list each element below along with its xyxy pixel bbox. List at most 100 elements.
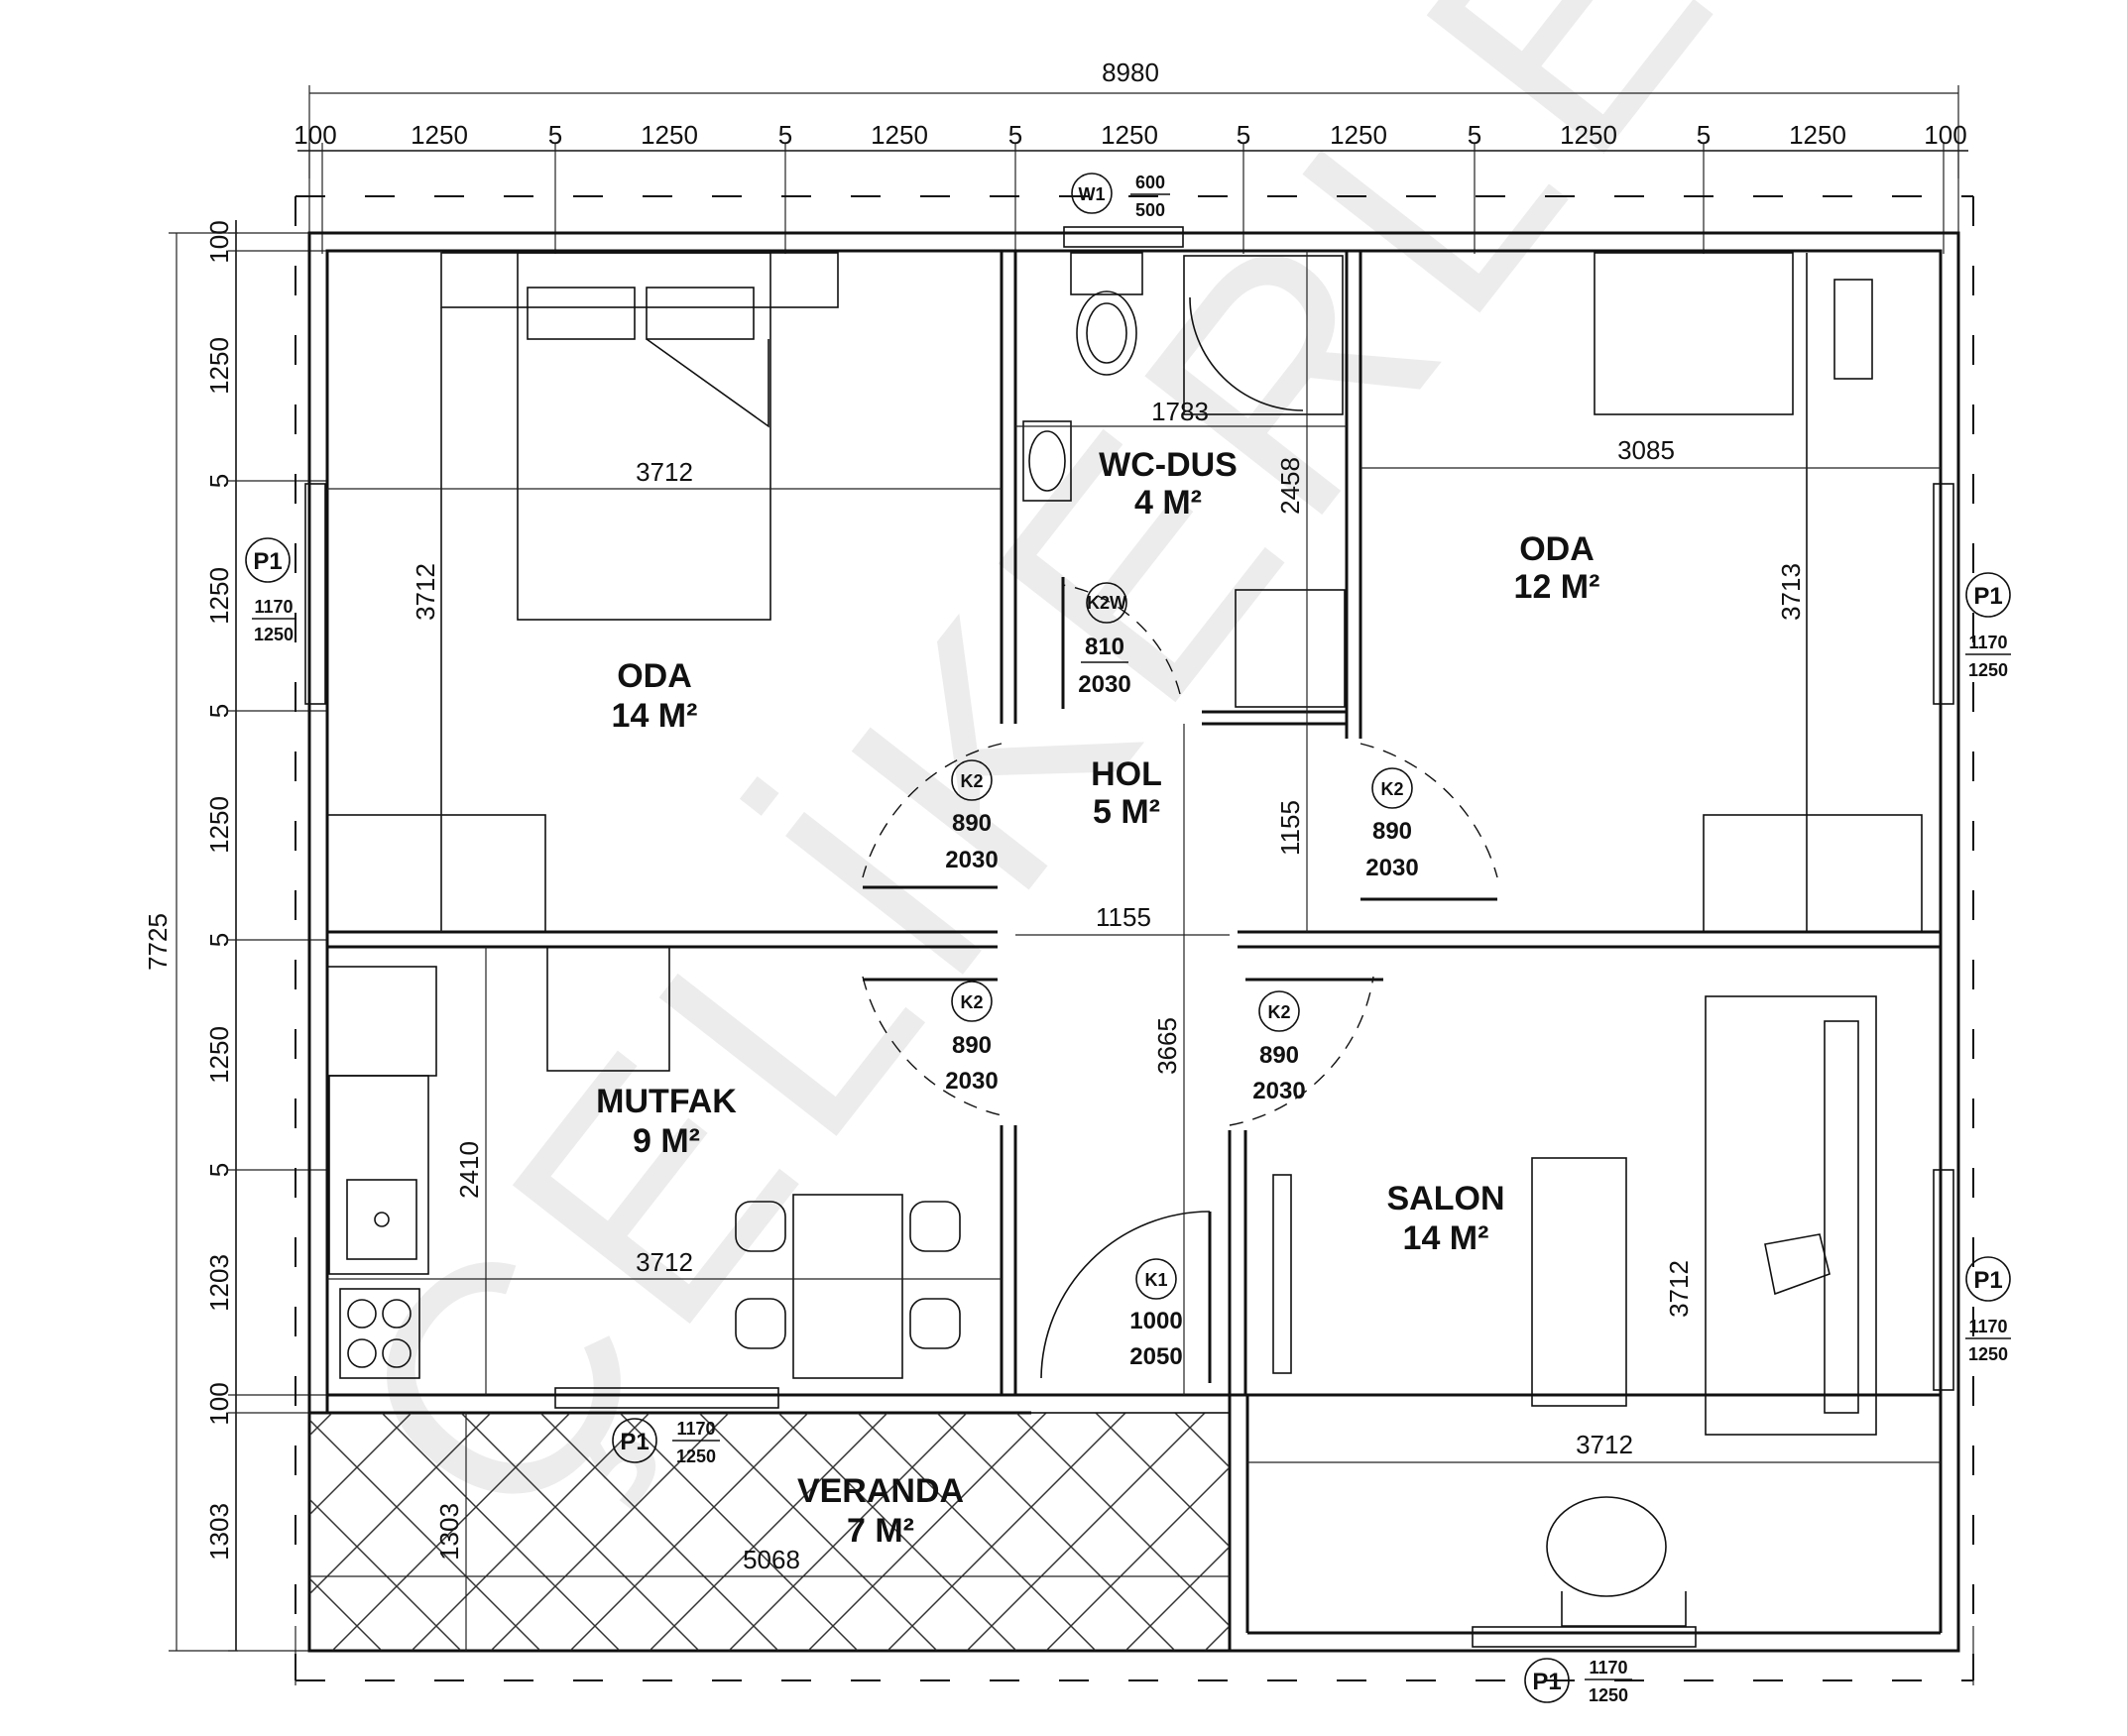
tag-p1-bottom-code: P1 — [1532, 1669, 1561, 1695]
oda1-width-dim: 3712 — [636, 457, 693, 487]
foundation-outline — [295, 195, 1974, 1685]
oda2-width-dim: 3085 — [1617, 435, 1675, 465]
overall-width-label: 8980 — [1102, 58, 1159, 87]
tag-w1-code: W1 — [1079, 184, 1106, 204]
left-dim-5: 5 — [204, 704, 234, 718]
tag-p1-right-code: P1 — [1973, 583, 2002, 610]
tag-w1-height: 500 — [1135, 200, 1165, 220]
left-dim-6: 1250 — [204, 796, 234, 854]
left-dim-4: 1250 — [204, 567, 234, 625]
tag-w1-width: 600 — [1135, 173, 1165, 192]
tag-p1-bottom-height: 1250 — [1589, 1685, 1628, 1705]
room-oda1-name: ODA — [617, 657, 692, 695]
veranda-width-dim: 5068 — [743, 1545, 800, 1574]
tag-k2-ur-height: 2030 — [1365, 855, 1418, 881]
veranda-tiles — [308, 1412, 1231, 1652]
tag-p1-veranda-code: P1 — [620, 1429, 649, 1455]
top-dim-8: 1250 — [1101, 120, 1158, 150]
room-mutfak-name: MUTFAK — [596, 1083, 737, 1120]
opening-tags: W1 600 500 P1 1170 1250 P1 1170 1250 P1 … — [245, 173, 2011, 1705]
mutfak-width-dim: 3712 — [636, 1247, 693, 1277]
tag-k1-height: 2050 — [1129, 1343, 1182, 1370]
left-dim-11: 100 — [204, 1382, 234, 1425]
left-dim-9: 5 — [204, 1163, 234, 1177]
tag-p1-veranda-height: 1250 — [676, 1447, 716, 1466]
left-dim-2: 1250 — [204, 337, 234, 395]
tag-p1-right-lower-code: P1 — [1973, 1267, 2002, 1294]
room-oda1-area: 14 M² — [612, 697, 698, 735]
left-dim-8: 1250 — [204, 1026, 234, 1084]
tag-p1-left-height: 1250 — [254, 625, 294, 644]
tag-p1-veranda-width: 1170 — [676, 1419, 715, 1439]
top-dim-14: 1250 — [1789, 120, 1846, 150]
tag-k2-ll-width: 890 — [952, 1032, 992, 1059]
room-mutfak-area: 9 M² — [633, 1122, 700, 1160]
top-dim-10: 1250 — [1330, 120, 1387, 150]
left-dim-3: 5 — [204, 474, 234, 488]
tag-k2w-width: 810 — [1085, 634, 1124, 660]
tag-p1-right-width: 1170 — [1968, 633, 2007, 652]
room-wc-name: WC-DUS — [1099, 446, 1238, 484]
interior-dimensions: 3712 3712 1783 2458 3085 3713 1155 1155 … — [309, 251, 1941, 1651]
doors — [862, 577, 1498, 1383]
tag-p1-left-code: P1 — [253, 548, 282, 575]
veranda-height-dim: 1303 — [434, 1503, 464, 1561]
tag-k2w-code: K2W — [1087, 593, 1126, 613]
tag-k2-ur-code: K2 — [1380, 779, 1403, 799]
oda1-height-dim: 3712 — [411, 563, 440, 621]
top-dim-2: 1250 — [411, 120, 468, 150]
overall-height-label: 7725 — [143, 913, 173, 971]
tag-k2-ul-height: 2030 — [945, 847, 998, 873]
tag-k2-ll-code: K2 — [960, 992, 983, 1012]
tag-k2-lr-height: 2030 — [1252, 1078, 1305, 1104]
wc-width-dim: 1783 — [1151, 397, 1209, 426]
tag-k2-ul-width: 890 — [952, 810, 992, 837]
top-dim-7: 5 — [1008, 120, 1022, 150]
top-dimension-chain: 8980 100 1250 5 1250 5 1250 5 1250 5 125… — [294, 58, 1968, 254]
room-salon-name: SALON — [1387, 1180, 1505, 1217]
top-dim-6: 1250 — [871, 120, 928, 150]
room-hol-area: 5 M² — [1093, 793, 1160, 831]
left-dim-12: 1303 — [204, 1503, 234, 1561]
hol-horizontal-dim: 1155 — [1096, 902, 1151, 932]
top-dim-4: 1250 — [641, 120, 698, 150]
room-salon-area: 14 M² — [1403, 1219, 1489, 1257]
left-dim-7: 5 — [204, 933, 234, 947]
hol-vertical-dim: 1155 — [1275, 800, 1305, 856]
top-dim-15: 100 — [1924, 120, 1966, 150]
top-dim-9: 5 — [1237, 120, 1250, 150]
salon-width-dim: 3712 — [1576, 1430, 1633, 1459]
tag-k2-ur-width: 890 — [1372, 818, 1412, 845]
tag-p1-right-height: 1250 — [1968, 660, 2008, 680]
tag-k2-ul-code: K2 — [960, 771, 983, 791]
salon-side-dim: 3712 — [1664, 1260, 1694, 1318]
tag-k2-lr-width: 890 — [1259, 1042, 1299, 1069]
left-dim-10: 1203 — [204, 1254, 234, 1312]
tag-p1-bottom-width: 1170 — [1589, 1658, 1627, 1678]
tag-p1-right-lower-width: 1170 — [1968, 1317, 2007, 1336]
room-oda2-area: 12 M² — [1514, 568, 1600, 606]
mutfak-height-dim: 2410 — [454, 1141, 484, 1199]
wc-height-dim: 2458 — [1275, 457, 1305, 515]
left-dimension-chain: 7725 100 1250 5 1250 5 1250 5 1250 5 120… — [143, 220, 327, 1652]
tag-k1-code: K1 — [1144, 1270, 1167, 1290]
top-dim-11: 5 — [1468, 120, 1481, 150]
furniture — [326, 252, 1923, 1627]
salon-vertical-dim: 3665 — [1152, 1017, 1182, 1075]
tag-k2-lr-code: K2 — [1267, 1002, 1290, 1022]
room-veranda-name: VERANDA — [797, 1472, 964, 1510]
tag-p1-left-width: 1170 — [254, 597, 293, 617]
top-dim-12: 1250 — [1560, 120, 1617, 150]
room-labels: ODA 14 M² WC-DUS 4 M² ODA 12 M² HOL 5 M²… — [596, 446, 1599, 1550]
room-wc-area: 4 M² — [1134, 484, 1202, 521]
room-veranda-area: 7 M² — [847, 1512, 914, 1550]
oda2-height-dim: 3713 — [1776, 563, 1806, 621]
tag-k2w-height: 2030 — [1078, 671, 1130, 698]
top-dim-3: 5 — [548, 120, 562, 150]
room-hol-name: HOL — [1091, 755, 1162, 793]
top-dim-13: 5 — [1697, 120, 1711, 150]
left-dim-1: 100 — [204, 220, 234, 263]
tag-k2-ll-height: 2030 — [945, 1068, 998, 1095]
top-dim-5: 5 — [778, 120, 792, 150]
